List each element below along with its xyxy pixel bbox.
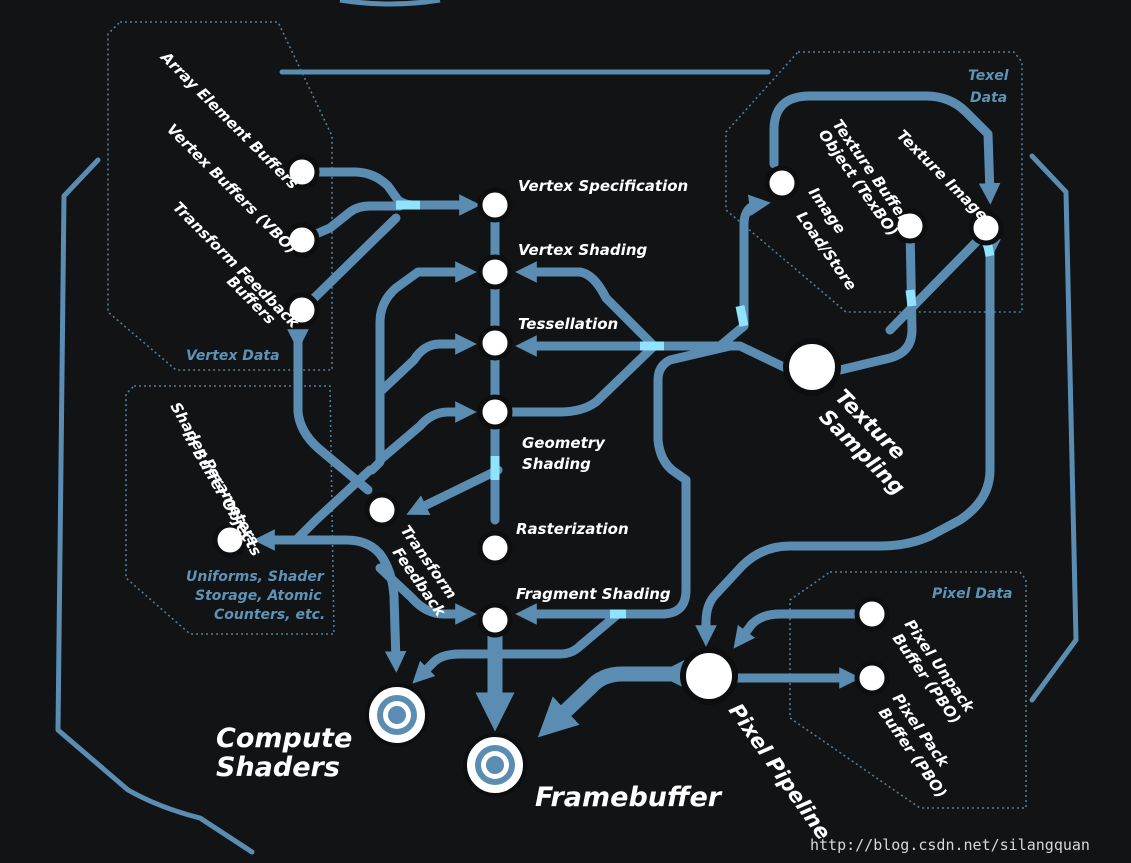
label-framebuffer: Framebuffer — [535, 782, 723, 813]
label-vertex-buffers: Vertex Buffers (VBO) — [163, 120, 300, 257]
compute-shaders-node — [365, 683, 429, 747]
framebuffer-node — [463, 733, 527, 797]
vertex-specification-node — [477, 187, 513, 223]
transform-feedback-buffers-node — [284, 292, 320, 328]
label-uniforms-2: Storage, Atomic — [195, 588, 322, 604]
pixel-pipeline-node — [680, 647, 738, 705]
label-fragment-shading: Fragment Shading — [516, 585, 671, 603]
label-geometry: Geometry — [522, 434, 606, 452]
outer-frame — [55, 0, 1079, 855]
label-shaders: Shaders — [216, 752, 340, 783]
label-array-element-buffers: Array Element Buffers — [156, 47, 301, 192]
label-uniforms-1: Uniforms, Shader — [186, 569, 325, 585]
fragment-shading-node — [477, 602, 513, 638]
label-shading: Shading — [522, 455, 591, 473]
vertex-data-box — [107, 21, 333, 371]
pixel-data-box — [789, 571, 1027, 809]
texture-image-node — [968, 210, 1004, 246]
stations — [212, 154, 1004, 797]
pixel-data-title: Pixel Data — [932, 586, 1012, 602]
vertex-shading-node — [477, 254, 513, 290]
tracks — [253, 91, 1001, 738]
label-tessellation: Tessellation — [518, 315, 618, 333]
geometry-shading-node — [477, 394, 513, 430]
shader-params-box — [125, 385, 335, 635]
texture-sampling-node — [783, 338, 841, 396]
label-vertex-specification: Vertex Specification — [518, 177, 688, 195]
label-compute: Compute — [216, 723, 352, 754]
texture-buffer-node — [892, 208, 928, 244]
transform-feedback-node — [364, 492, 400, 528]
texel-title-2: Data — [970, 90, 1007, 106]
label-pixel-pipeline: Pixel Pipeline — [724, 699, 836, 844]
watermark: http://blog.csdn.net/silangquan — [810, 836, 1090, 854]
label-uniforms-3: Counters, etc. — [214, 607, 325, 623]
label-rasterization: Rasterization — [516, 520, 629, 538]
vertex-buffers-node — [284, 222, 320, 258]
pixel-pack-node — [854, 660, 890, 696]
pixel-framebuffer-arrow — [537, 654, 696, 738]
label-transform-feedback-buffers: Transform Feedback — [169, 198, 303, 332]
shader-params-node — [212, 522, 248, 558]
pixel-unpack-node — [854, 596, 890, 632]
tessellation-node — [477, 325, 513, 361]
array-element-buffers-node — [284, 154, 320, 190]
rasterization-node — [477, 530, 513, 566]
image-load-store-node — [764, 165, 800, 201]
label-vertex-shading: Vertex Shading — [518, 241, 647, 259]
texel-title-1: Texel — [968, 68, 1009, 84]
vertex-data-title: Vertex Data — [186, 348, 280, 364]
